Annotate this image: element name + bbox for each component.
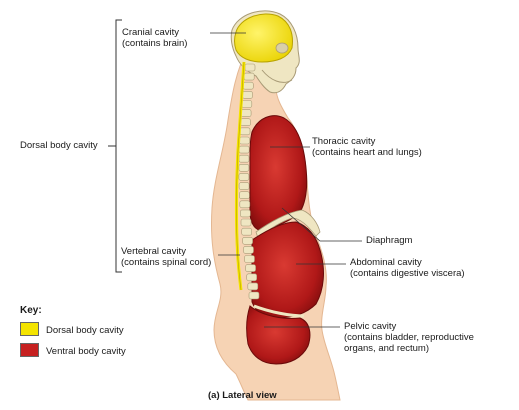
key-title: Key: [20,305,42,316]
ventral-key-swatch [20,343,39,357]
vertebra [247,282,259,291]
ventral-key-label: Ventral body cavity [46,346,126,357]
cranial-cavity [234,13,293,63]
vertebra [242,237,253,245]
dorsal-body-cavity-label: Dorsal body cavity [20,140,98,151]
dorsal-key-swatch [20,322,39,336]
cranial-cavity-subtitle: (contains brain) [122,38,188,49]
vertebra [241,227,252,236]
figure-caption: (a) Lateral view [208,390,277,401]
vertebra [240,218,252,227]
thoracic-cavity-subtitle: (contains heart and lungs) [312,147,422,158]
vertebra [245,264,256,272]
vertebra [246,273,257,282]
leader-lines [210,32,362,328]
pelvic-cavity-title: Pelvic cavity [344,321,397,332]
vertebra [238,145,250,154]
pelvic-cavity-subtitle-2: organs, and rectum) [344,343,430,354]
abdominal-cavity-subtitle: (contains digestive viscera) [350,268,465,279]
vertebral-column [238,63,260,300]
jaw [261,69,293,83]
vertebra [248,291,260,300]
vertebra [239,191,250,199]
vertebra [240,209,251,218]
vertebra [240,118,251,126]
dorsal-key-label: Dorsal body cavity [46,325,124,336]
vertebra [243,246,254,254]
vertebral-cavity-title: Vertebral cavity [121,246,186,257]
thoracic-cavity-label: Thoracic cavity (contains heart and lung… [312,136,422,158]
thoracic-cavity-title: Thoracic cavity [312,136,376,147]
vertebra [238,173,250,181]
vertebral-cavity-label: Vertebral cavity (contains spinal cord) [121,246,211,268]
abdominal-cavity-label: Abdominal cavity (contains digestive vis… [350,257,465,279]
pelvic-cavity-subtitle-1: (contains bladder, reproductive [344,332,474,343]
vertebra [239,136,250,145]
cranial-cavity-label: Cranial cavity (contains brain) [122,27,187,49]
vertebra [244,63,256,72]
pelvic-cavity-label: Pelvic cavity (contains bladder, reprodu… [344,321,474,354]
vertebra [241,100,253,108]
vertebra [240,109,252,117]
vertebra [238,154,250,163]
diaphragm-label: Diaphragm [366,235,413,246]
spinal-cord-outline [236,61,245,291]
vertebra [239,200,251,209]
vertebra [238,164,250,172]
abdominal-cavity-title: Abdominal cavity [350,257,422,268]
dorsal-bracket [108,19,122,273]
cranial-cavity-title: Cranial cavity [122,27,180,38]
vertebra [244,255,255,263]
diaphragm [255,209,321,239]
eye-socket [275,42,289,54]
vertebra [243,81,254,90]
pelvic-divider [253,304,305,318]
abdominal-cavity [251,221,324,319]
vertebral-cavity-subtitle: (contains spinal cord) [121,257,212,268]
vertebra [242,91,253,99]
vertebra [238,182,250,190]
vertebra [239,127,251,136]
vertebra [243,72,255,81]
pelvic-cavity [246,305,311,365]
